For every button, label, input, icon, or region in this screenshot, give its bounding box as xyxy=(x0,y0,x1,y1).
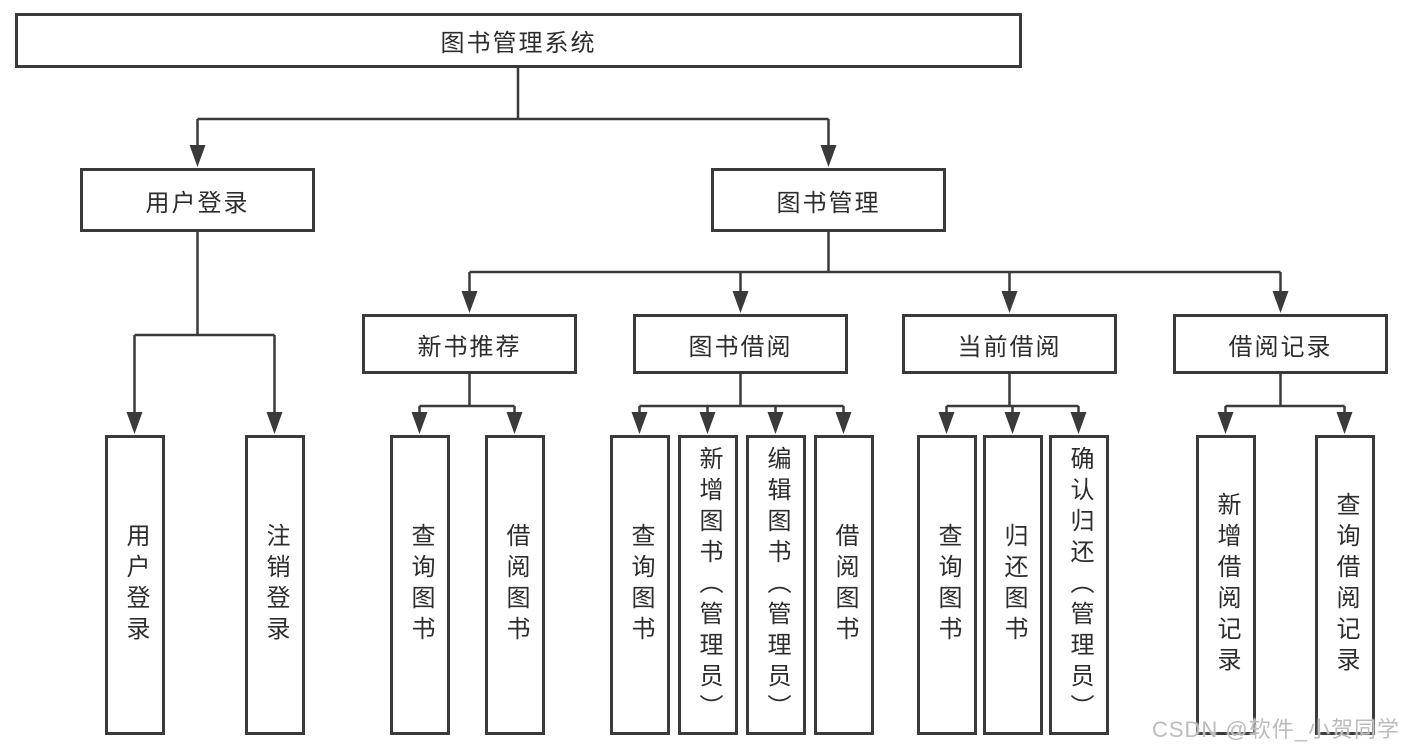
leaf-user-login-label: 用户登录 xyxy=(122,523,149,647)
leaf-borrow-books: 借阅图书 xyxy=(814,435,874,735)
leaf-borrow-books-label: 借阅图书 xyxy=(831,523,858,647)
arrowheads-book-borrow-leaves xyxy=(631,412,852,434)
leaf-borrow-books-recommend-label: 借阅图书 xyxy=(502,523,529,647)
leaf-add-book-admin: 新增图书（管理员） xyxy=(678,435,738,735)
connector-current-borrow-to-leaves xyxy=(945,374,1080,416)
leaf-query-books-recommend: 查询图书 xyxy=(390,435,450,735)
leaf-confirm-return-admin: 确认归还（管理员） xyxy=(1049,435,1109,735)
node-book-management: 图书管理 xyxy=(711,168,946,232)
node-new-book-recommend: 新书推荐 xyxy=(362,314,577,374)
connector-user-login-to-leaves xyxy=(133,232,276,416)
arrowheads-current-borrow-leaves xyxy=(938,412,1087,434)
arrowheads-level2 xyxy=(189,145,837,167)
leaf-return-book-label: 归还图书 xyxy=(1000,523,1027,647)
leaf-add-borrow-record: 新增借阅记录 xyxy=(1196,435,1256,735)
leaf-query-books-recommend-label: 查询图书 xyxy=(407,523,434,647)
connector-borrow-records-to-leaves xyxy=(1224,374,1346,416)
leaf-logout-label: 注销登录 xyxy=(262,523,289,647)
arrowheads-borrow-records-leaves xyxy=(1217,412,1353,434)
node-user-login: 用户登录 xyxy=(80,168,315,232)
watermark-text: CSDN @软件_小贺同学 xyxy=(1151,717,1400,742)
leaf-query-borrow-record: 查询借阅记录 xyxy=(1315,435,1375,735)
leaf-add-borrow-record-label: 新增借阅记录 xyxy=(1213,492,1240,678)
arrowheads-level3 xyxy=(461,291,1289,313)
node-book-management-system: 图书管理系统 xyxy=(15,13,1022,68)
connector-new-book-recommend-to-leaves xyxy=(418,374,516,416)
leaf-user-login: 用户登录 xyxy=(105,435,165,735)
leaf-confirm-return-admin-label: 确认归还（管理员） xyxy=(1066,445,1093,725)
leaf-query-books-borrow-label: 查询图书 xyxy=(627,523,654,647)
leaf-logout: 注销登录 xyxy=(245,435,305,735)
leaf-query-borrow-record-label: 查询借阅记录 xyxy=(1332,492,1359,678)
connector-book-borrow-to-leaves xyxy=(638,374,845,416)
node-book-borrow: 图书借阅 xyxy=(633,314,848,374)
leaf-add-book-admin-label: 新增图书（管理员） xyxy=(695,445,722,725)
arrowheads-new-book-recommend-leaves xyxy=(411,412,523,434)
leaf-query-books-current: 查询图书 xyxy=(917,435,977,735)
leaf-return-book: 归还图书 xyxy=(983,435,1043,735)
leaf-edit-book-admin-label: 编辑图书（管理员） xyxy=(763,445,790,725)
node-borrow-records: 借阅记录 xyxy=(1173,314,1388,374)
leaf-edit-book-admin: 编辑图书（管理员） xyxy=(746,435,806,735)
leaf-query-books-borrow: 查询图书 xyxy=(610,435,670,735)
leaf-query-books-current-label: 查询图书 xyxy=(934,523,961,647)
arrowheads-user-login-leaves xyxy=(126,412,283,434)
connector-root-to-level2 xyxy=(196,68,830,150)
connector-book-management-to-level3 xyxy=(468,232,1282,295)
leaf-borrow-books-recommend: 借阅图书 xyxy=(485,435,545,735)
node-current-borrow: 当前借阅 xyxy=(902,314,1117,374)
